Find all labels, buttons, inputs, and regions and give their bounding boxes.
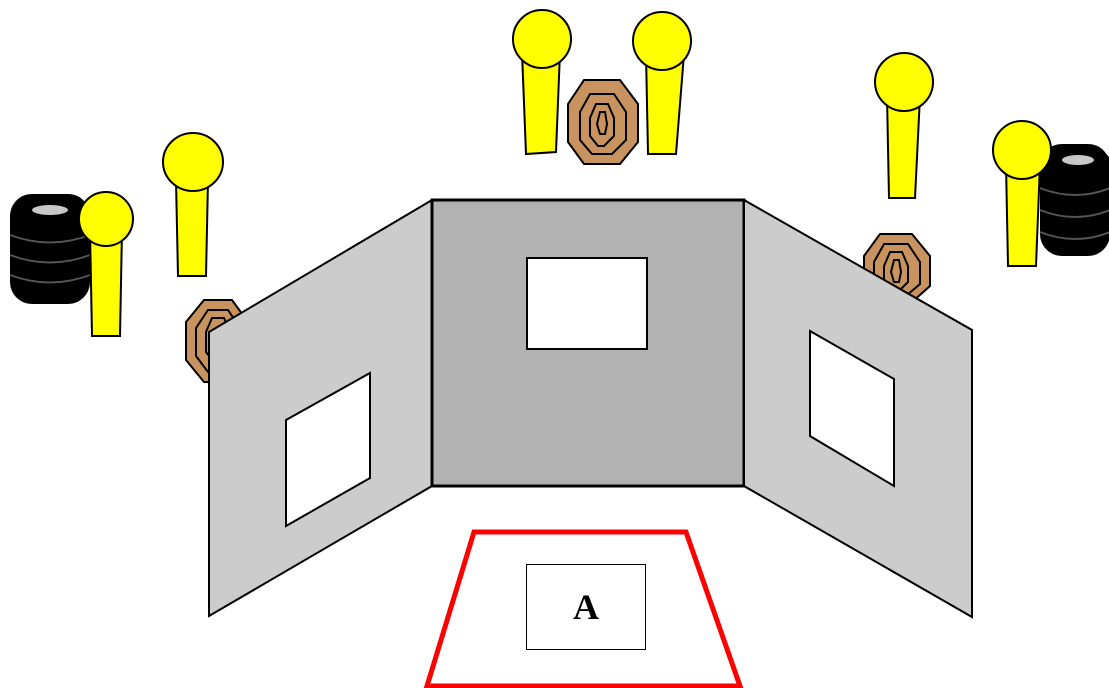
wall-center: [430, 198, 746, 488]
barrel-left: [9, 194, 91, 304]
barrel-right: [1039, 144, 1109, 256]
paper-target-center: [567, 79, 639, 165]
steel-popper-center-left: [512, 9, 572, 156]
steel-popper-right-front: [992, 120, 1052, 267]
steel-popper-left-rear: [162, 132, 224, 277]
steel-popper-left-front: [78, 191, 134, 337]
wall-right: [743, 198, 973, 619]
shooting-box-label-text: A: [573, 587, 599, 627]
steel-popper-center-right: [632, 11, 692, 155]
steel-popper-right-rear: [874, 52, 934, 199]
wall-left: [208, 198, 433, 618]
shooting-box-label: A: [526, 564, 646, 650]
